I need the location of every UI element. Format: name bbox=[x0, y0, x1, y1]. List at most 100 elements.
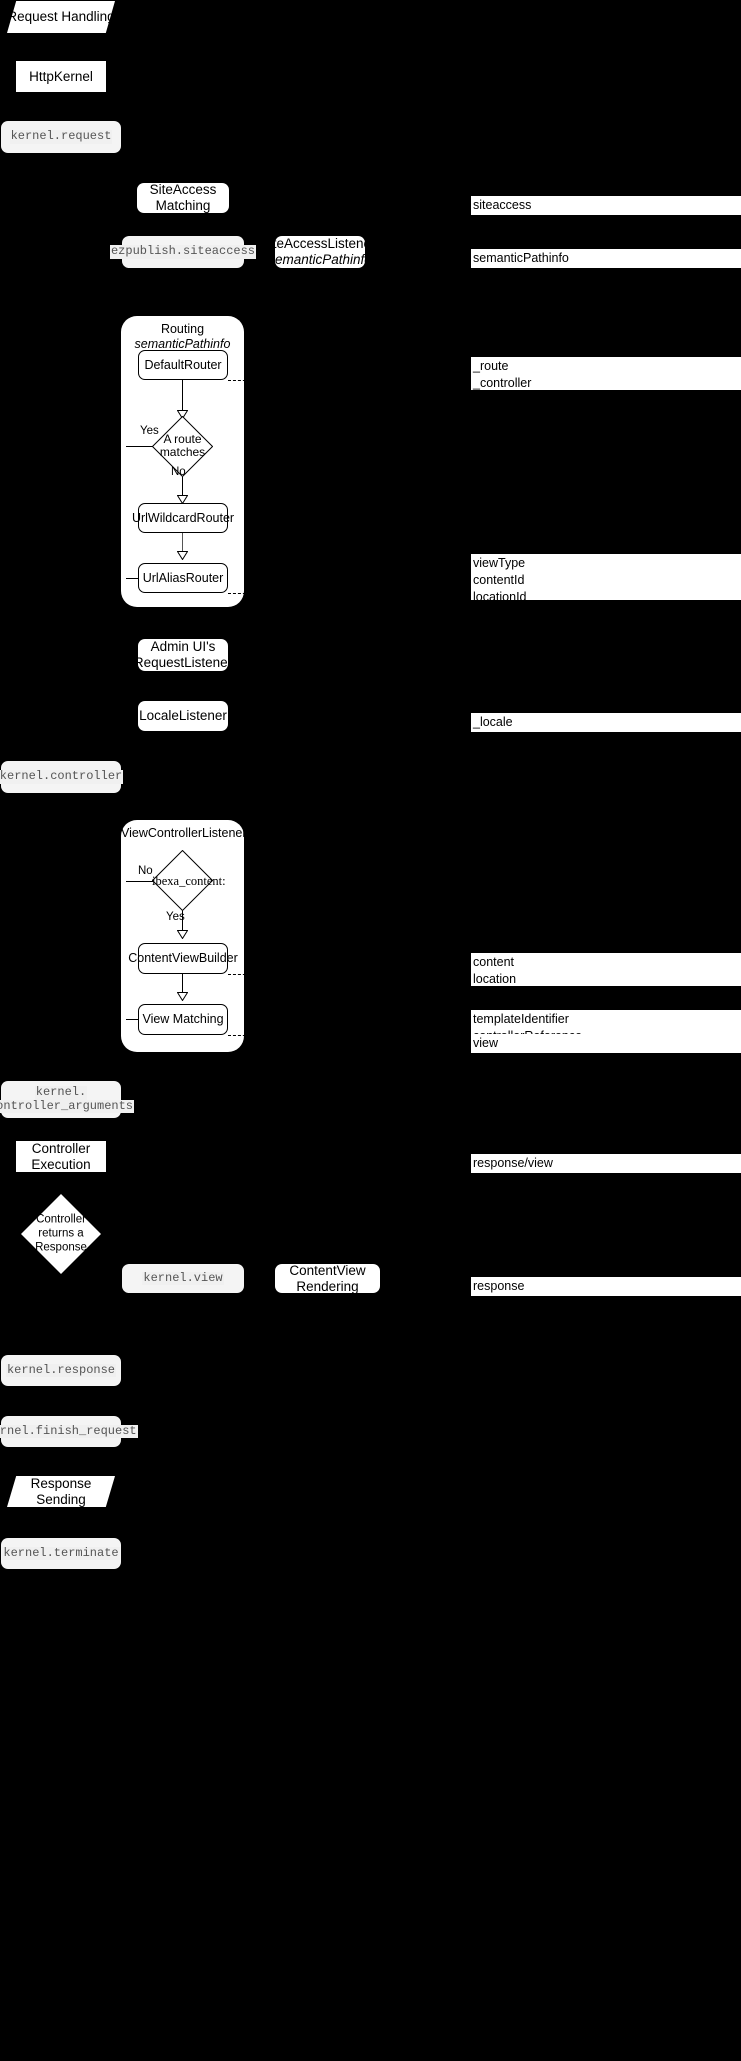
attr-view-content-location: viewType contentId locationId bbox=[471, 554, 741, 604]
edge-label-route-yes: Yes bbox=[140, 425, 159, 437]
arrowhead-icon bbox=[177, 495, 188, 504]
event-kernel-request: kernel.request bbox=[1, 121, 121, 153]
event-kernel-controller: kernel.controller bbox=[0, 761, 124, 793]
arrowhead-icon bbox=[177, 410, 188, 419]
event-ezpublish-siteaccess: ezpublish.siteaccess bbox=[109, 236, 257, 268]
event-label: kernel.controller bbox=[0, 769, 124, 784]
connector-route-yes bbox=[126, 446, 153, 447]
node-label-line2: semanticPathinfo bbox=[268, 252, 372, 267]
node-url-alias-router: UrlAliasRouter bbox=[138, 563, 228, 593]
attr-response-view: response/view bbox=[471, 1154, 741, 1173]
node-admin-ui-request-listener: Admin UI's RequestListener bbox=[134, 639, 232, 671]
container-vcl-title: ViewControllerListener bbox=[121, 826, 247, 840]
attr-semantic-pathinfo: semanticPathinfo bbox=[471, 249, 741, 268]
node-label-line1: SiteAccessListener: bbox=[260, 236, 380, 252]
attr-content-location: content location bbox=[471, 953, 741, 986]
attr-view: view bbox=[471, 1034, 741, 1053]
dash-alias-to-attr bbox=[228, 593, 474, 594]
edge-label-route-no: No bbox=[171, 466, 186, 478]
diamond-shape bbox=[152, 850, 213, 911]
banner-shape bbox=[7, 1476, 115, 1507]
node-label-line1: Admin UI's bbox=[150, 639, 216, 655]
attr-line: contentId bbox=[473, 572, 525, 587]
dash-cvb-to-attr bbox=[228, 974, 474, 975]
attr-siteaccess: siteaccess bbox=[471, 196, 741, 215]
attr-line: _locale bbox=[473, 715, 513, 729]
node-label: UrlAliasRouter bbox=[142, 570, 224, 585]
attr-line: _route bbox=[473, 359, 509, 373]
decision-route-matches: A route matches bbox=[152, 416, 213, 477]
attr-line: response bbox=[473, 1279, 525, 1293]
node-label: SiteAccess Matching bbox=[149, 182, 217, 213]
node-label: ContentView Rendering bbox=[289, 1262, 366, 1294]
event-kernel-finish-request: kernel.finish_request bbox=[0, 1416, 138, 1447]
banner-shape bbox=[7, 1, 115, 33]
node-siteaccess-matching: SiteAccess Matching bbox=[137, 182, 229, 213]
attr-line: templateIdentifier bbox=[473, 1012, 569, 1026]
decision-ibexa-content: ibexa_content: bbox=[152, 850, 226, 911]
node-siteaccess-listener: SiteAccessListener: semanticPathinfo bbox=[261, 236, 379, 268]
event-kernel-view: kernel.view bbox=[122, 1264, 244, 1293]
connector-cvb-to-view-matching bbox=[182, 974, 183, 999]
event-label: kernel.terminate bbox=[2, 1545, 120, 1561]
decision-label: A route matches bbox=[159, 431, 206, 460]
edge-label-ibexa-no: No bbox=[138, 865, 153, 877]
connector-alias-left bbox=[126, 578, 139, 579]
connector-ibexa-yes bbox=[182, 911, 183, 937]
decision-controller-returns-response: Controller returns a Response bbox=[21, 1194, 101, 1274]
node-label: HttpKernel bbox=[29, 68, 93, 84]
connector-wildcard-to-alias bbox=[182, 533, 183, 558]
node-label: UrlWildcardRouter bbox=[131, 510, 235, 525]
node-label-line2: RequestListener bbox=[133, 655, 233, 670]
node-url-wildcard-router: UrlWildcardRouter bbox=[132, 503, 234, 533]
node-label: Controller Execution bbox=[31, 1140, 91, 1172]
event-kernel-controller-arguments: kernel. controller_arguments bbox=[0, 1081, 135, 1118]
banner-request-handling: Request Handling bbox=[7, 1, 115, 33]
banner-response-sending: Response Sending bbox=[7, 1476, 115, 1507]
diamond-shape bbox=[152, 416, 213, 477]
event-label: kernel.request bbox=[9, 129, 113, 144]
arrowhead-icon bbox=[177, 930, 188, 939]
event-kernel-response: kernel.response bbox=[1, 1355, 121, 1386]
event-label: kernel.response bbox=[5, 1362, 117, 1378]
attr-line: viewType bbox=[473, 556, 526, 570]
node-default-router: DefaultRouter bbox=[138, 350, 228, 380]
event-label-line2: controller_arguments bbox=[0, 1099, 135, 1114]
attr-line: siteaccess bbox=[473, 198, 532, 212]
arrowhead-icon bbox=[177, 551, 188, 560]
attr-line: view bbox=[473, 1036, 499, 1050]
node-label: DefaultRouter bbox=[144, 357, 222, 372]
node-label: ContentViewBuilder bbox=[128, 951, 238, 966]
attr-locale: _locale bbox=[471, 713, 741, 732]
attr-response: response bbox=[471, 1277, 741, 1296]
attr-line: locationId bbox=[473, 589, 527, 604]
dash-default-router-to-attr bbox=[228, 380, 474, 381]
attr-line: location bbox=[473, 971, 517, 986]
connector-default-router-to-decision bbox=[182, 380, 183, 412]
node-content-view-rendering: ContentView Rendering bbox=[275, 1262, 380, 1294]
node-http-kernel: HttpKernel bbox=[16, 61, 106, 92]
event-label: ezpublish.siteaccess bbox=[109, 244, 257, 259]
attr-line: response/view bbox=[473, 1156, 553, 1170]
event-label: kernel.view bbox=[142, 1270, 224, 1286]
decision-label: ibexa_content: bbox=[152, 873, 226, 888]
decision-label: Controller returns a Response bbox=[35, 1213, 87, 1253]
event-kernel-terminate: kernel.terminate bbox=[1, 1538, 121, 1569]
attr-line: content bbox=[473, 955, 515, 969]
node-label: LocaleListener bbox=[139, 708, 227, 724]
banner-label: Response Sending bbox=[30, 1475, 92, 1507]
banner-label: Request Handling bbox=[7, 9, 115, 25]
routing-title-line1: Routing semanticPathinfo bbox=[134, 322, 231, 351]
attr-line: _controller bbox=[473, 375, 532, 390]
node-controller-execution: Controller Execution bbox=[16, 1141, 106, 1172]
connector-ibexa-no bbox=[126, 881, 153, 882]
connector-view-matching-left bbox=[126, 1019, 139, 1020]
node-locale-listener: LocaleListener bbox=[138, 701, 228, 731]
node-view-matching: View Matching bbox=[138, 1004, 228, 1035]
arrowhead-icon bbox=[177, 992, 188, 1001]
connector-route-no bbox=[182, 477, 183, 502]
attr-route-controller: _route _controller bbox=[471, 357, 741, 390]
event-label: kernel.finish_request bbox=[0, 1424, 138, 1439]
edge-label-ibexa-yes: Yes bbox=[166, 911, 185, 923]
